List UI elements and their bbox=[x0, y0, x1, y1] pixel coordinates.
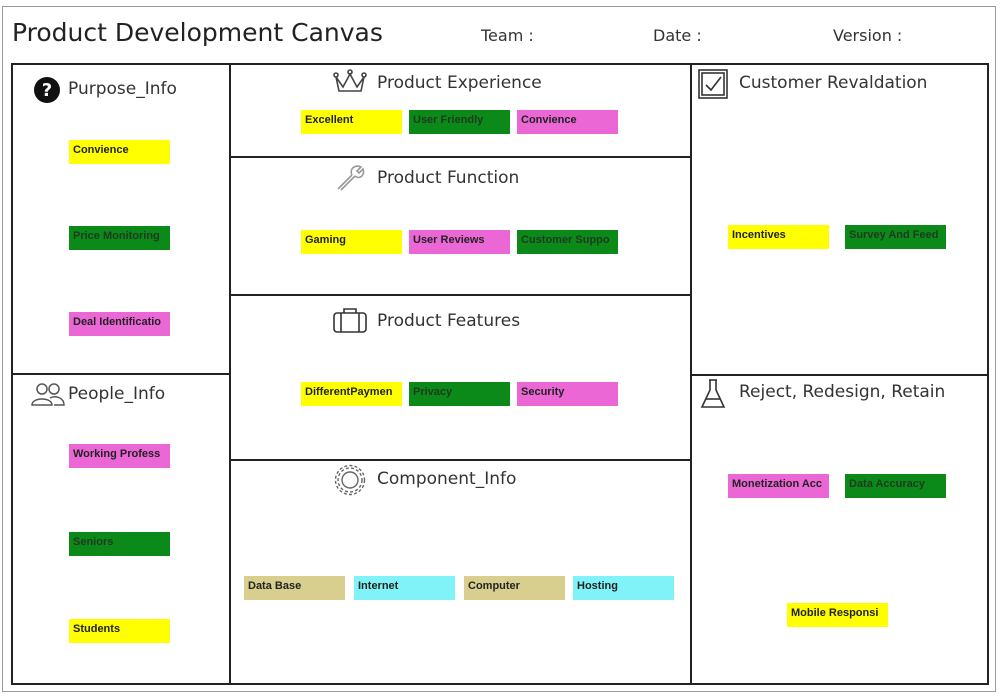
section-title-component: Component_Info bbox=[377, 469, 517, 489]
sticky-note[interactable]: User Friendly bbox=[409, 110, 510, 134]
section-title-reject: Reject, Redesign, Retain bbox=[739, 382, 946, 402]
divider-middle-1 bbox=[229, 156, 692, 158]
sticky-note[interactable]: Seniors bbox=[69, 532, 170, 556]
divider-right-column bbox=[690, 374, 989, 376]
sticky-note[interactable]: Price Monitoring bbox=[69, 226, 170, 250]
date-label: Date : bbox=[653, 26, 702, 45]
sticky-note[interactable]: Gaming bbox=[301, 230, 402, 254]
checkbox-icon bbox=[697, 68, 729, 104]
section-title-function: Product Function bbox=[377, 168, 520, 188]
sticky-note[interactable]: Convience bbox=[517, 110, 618, 134]
sticky-note[interactable]: Security bbox=[517, 382, 618, 406]
sticky-note[interactable]: Working Profess bbox=[69, 444, 170, 468]
svg-text:?: ? bbox=[42, 80, 52, 101]
section-title-features: Product Features bbox=[377, 311, 521, 331]
sticky-note[interactable]: Computer bbox=[464, 576, 565, 600]
section-title-experience: Product Experience bbox=[377, 73, 542, 93]
canvas-frame bbox=[2, 6, 996, 692]
briefcase-icon bbox=[332, 306, 368, 338]
sticky-note[interactable]: Deal Identificatio bbox=[69, 312, 170, 336]
sticky-note[interactable]: Excellent bbox=[301, 110, 402, 134]
sticky-note[interactable]: Data Base bbox=[244, 576, 345, 600]
people-icon bbox=[30, 381, 66, 411]
divider-middle-2 bbox=[229, 294, 692, 296]
wrench-icon bbox=[334, 163, 366, 197]
section-title-purpose: Purpose_Info bbox=[68, 79, 177, 99]
divider-middle-3 bbox=[229, 459, 692, 461]
sticky-note[interactable]: Survey And Feed bbox=[845, 225, 946, 249]
canvas-grid bbox=[11, 63, 989, 685]
sticky-note[interactable]: Incentives bbox=[728, 225, 829, 249]
team-label: Team : bbox=[481, 26, 534, 45]
section-title-people: People_Info bbox=[68, 384, 166, 404]
sticky-note[interactable]: Customer Suppo bbox=[517, 230, 618, 254]
divider-left-column bbox=[13, 373, 231, 375]
version-label: Version : bbox=[833, 26, 903, 45]
sticky-note[interactable]: User Reviews bbox=[409, 230, 510, 254]
gear-icon bbox=[334, 464, 366, 500]
sticky-note[interactable]: Data Accuracy bbox=[845, 474, 946, 498]
page-title: Product Development Canvas bbox=[12, 18, 383, 47]
flask-icon bbox=[699, 377, 727, 415]
section-title-revalidation: Customer Revaldation bbox=[739, 73, 928, 93]
sticky-note[interactable]: Monetization Acc bbox=[728, 474, 829, 498]
sticky-note[interactable]: Internet bbox=[354, 576, 455, 600]
crown-icon bbox=[333, 69, 367, 99]
sticky-note[interactable]: Privacy bbox=[409, 382, 510, 406]
question-icon: ? bbox=[33, 76, 61, 108]
sticky-note[interactable]: DifferentPaymen bbox=[301, 382, 402, 406]
sticky-note[interactable]: Students bbox=[69, 619, 170, 643]
sticky-note[interactable]: Hosting bbox=[573, 576, 674, 600]
sticky-note[interactable]: Convience bbox=[69, 140, 170, 164]
sticky-note[interactable]: Mobile Responsi bbox=[787, 603, 888, 627]
